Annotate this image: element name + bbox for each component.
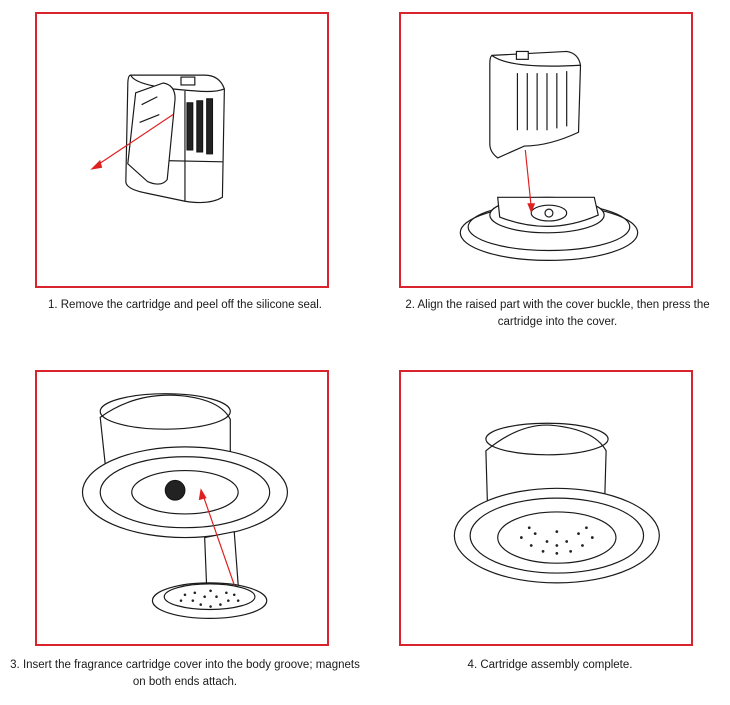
step-4-panel [399, 370, 693, 646]
step-1-caption: 1. Remove the cartridge and peel off the… [47, 299, 323, 311]
step-4-caption: 4. Cartridge assembly complete. [467, 659, 633, 671]
step-2-caption: 2. Align the raised part with the cover … [405, 299, 710, 328]
assembly-complete-illustration [453, 422, 660, 584]
step-1-panel [35, 12, 329, 288]
step-3-panel [35, 370, 329, 646]
body-groove-illustration [81, 393, 289, 619]
cartridge-seal-illustration [90, 74, 225, 204]
step-3-caption: 3. Insert the fragrance cartridge cover … [10, 659, 360, 688]
step-2-panel [399, 12, 693, 288]
cartridge-cover-illustration [459, 50, 639, 261]
